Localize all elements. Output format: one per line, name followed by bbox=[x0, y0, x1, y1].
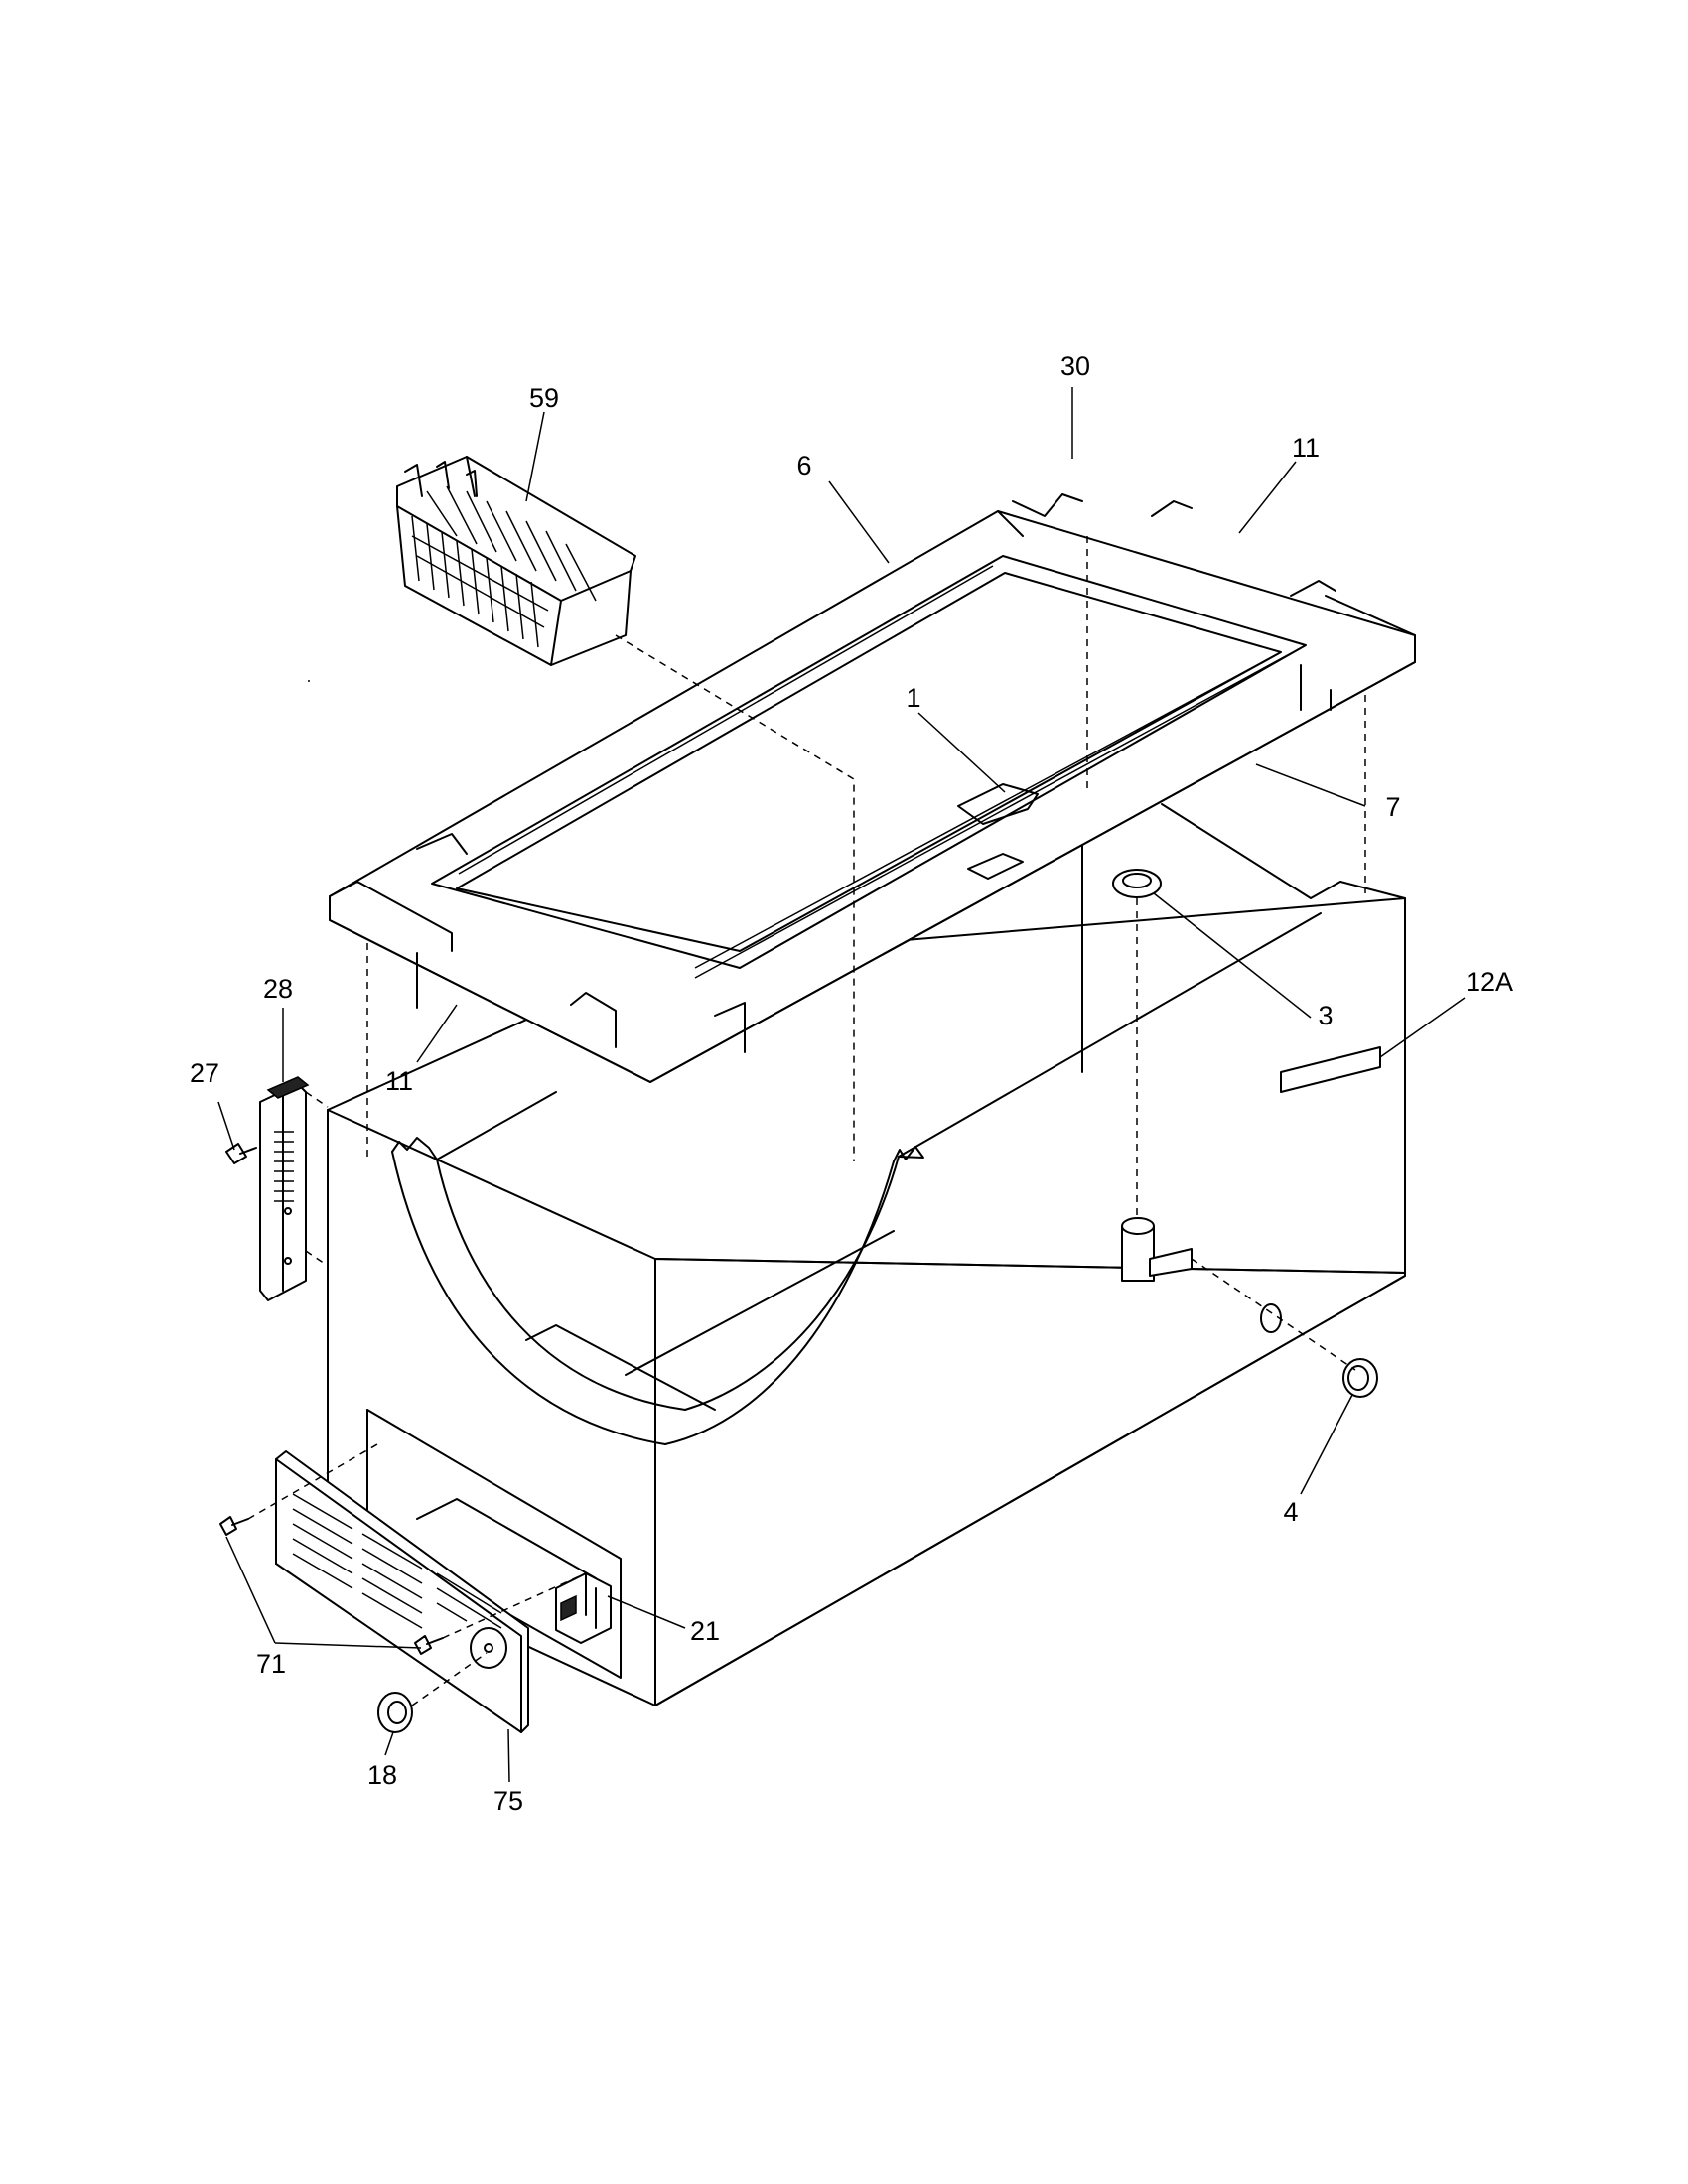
breaker-frame bbox=[329, 493, 1416, 1083]
callout-21: 21 bbox=[690, 1616, 720, 1646]
callout-30: 30 bbox=[1060, 351, 1090, 381]
callout-11-left: 11 bbox=[385, 1066, 413, 1096]
grille bbox=[275, 1450, 529, 1733]
callouts: 59 30 6 11 1 7 28 27 11 3 12A 4 21 71 18… bbox=[190, 351, 1513, 1816]
callout-6: 6 bbox=[796, 451, 811, 480]
callout-75: 75 bbox=[493, 1786, 523, 1816]
plug-18 bbox=[377, 1692, 413, 1733]
leader-lines bbox=[217, 387, 1466, 1783]
stray-dot bbox=[308, 680, 310, 682]
callout-3: 3 bbox=[1318, 1001, 1333, 1030]
assembly-lines bbox=[247, 536, 1366, 1706]
basket bbox=[396, 456, 636, 666]
screws-71 bbox=[219, 1516, 444, 1655]
callout-4: 4 bbox=[1283, 1497, 1298, 1527]
relay bbox=[555, 1572, 612, 1644]
callout-12A: 12A bbox=[1466, 967, 1513, 997]
callout-1: 1 bbox=[906, 683, 920, 713]
screw-27 bbox=[225, 1143, 257, 1164]
callout-7: 7 bbox=[1385, 792, 1400, 822]
callout-71: 71 bbox=[256, 1649, 286, 1679]
hinge bbox=[259, 1076, 310, 1301]
callout-59: 59 bbox=[529, 383, 559, 413]
drain-parts bbox=[1112, 869, 1378, 1398]
callout-18: 18 bbox=[367, 1760, 397, 1790]
callout-11-top: 11 bbox=[1292, 433, 1320, 463]
callout-27: 27 bbox=[190, 1058, 219, 1088]
callout-28: 28 bbox=[263, 974, 293, 1004]
